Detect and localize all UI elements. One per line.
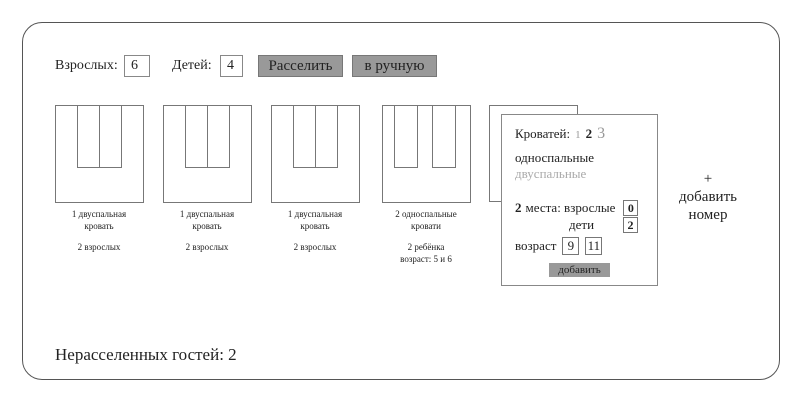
room-card[interactable] (163, 105, 252, 203)
bed-count-2[interactable]: 2 (585, 126, 593, 141)
bed-count-3[interactable]: 3 (597, 125, 606, 142)
age-label: возраст (515, 238, 557, 253)
add-button[interactable]: добавить (549, 263, 610, 277)
adults-label: Взрослых: (55, 58, 118, 73)
age-input[interactable]: 9 (562, 237, 580, 255)
bed-count-1[interactable]: 1 (575, 129, 581, 141)
double-bed-icon (293, 105, 338, 168)
double-bed-icon (77, 105, 122, 168)
double-bed-option[interactable]: двуспальные (515, 166, 587, 181)
single-bed-icon (394, 105, 418, 168)
room-card[interactable] (55, 105, 144, 203)
beds-label: Кроватей: (515, 126, 571, 141)
places-count: 2 (515, 200, 522, 215)
adults-input[interactable]: 6 (124, 55, 150, 77)
age-input[interactable]: 11 (585, 237, 603, 255)
children-label: дети (569, 217, 595, 232)
main-frame (22, 22, 780, 380)
room-card[interactable] (382, 105, 471, 203)
settle-button[interactable]: Расселить (258, 55, 343, 77)
children-count-input[interactable]: 2 (623, 217, 638, 233)
adults-count-input[interactable]: 0 (623, 200, 639, 216)
places-label: места: взрослые (525, 200, 616, 215)
double-bed-icon (185, 105, 230, 168)
manual-button[interactable]: в ручную (352, 55, 437, 77)
children-input[interactable]: 4 (220, 55, 243, 77)
unsettled-count: 2 (228, 345, 237, 364)
single-bed-icon (432, 105, 456, 168)
children-label: Детей: (172, 58, 212, 73)
unsettled-guests: Нерасселенных гостей: 2 (55, 345, 237, 364)
room-editor-popup: Кроватей: 1 2 3 односпальные двуспальные… (501, 114, 658, 286)
single-bed-option[interactable]: односпальные (515, 150, 595, 165)
room-card[interactable] (271, 105, 360, 203)
